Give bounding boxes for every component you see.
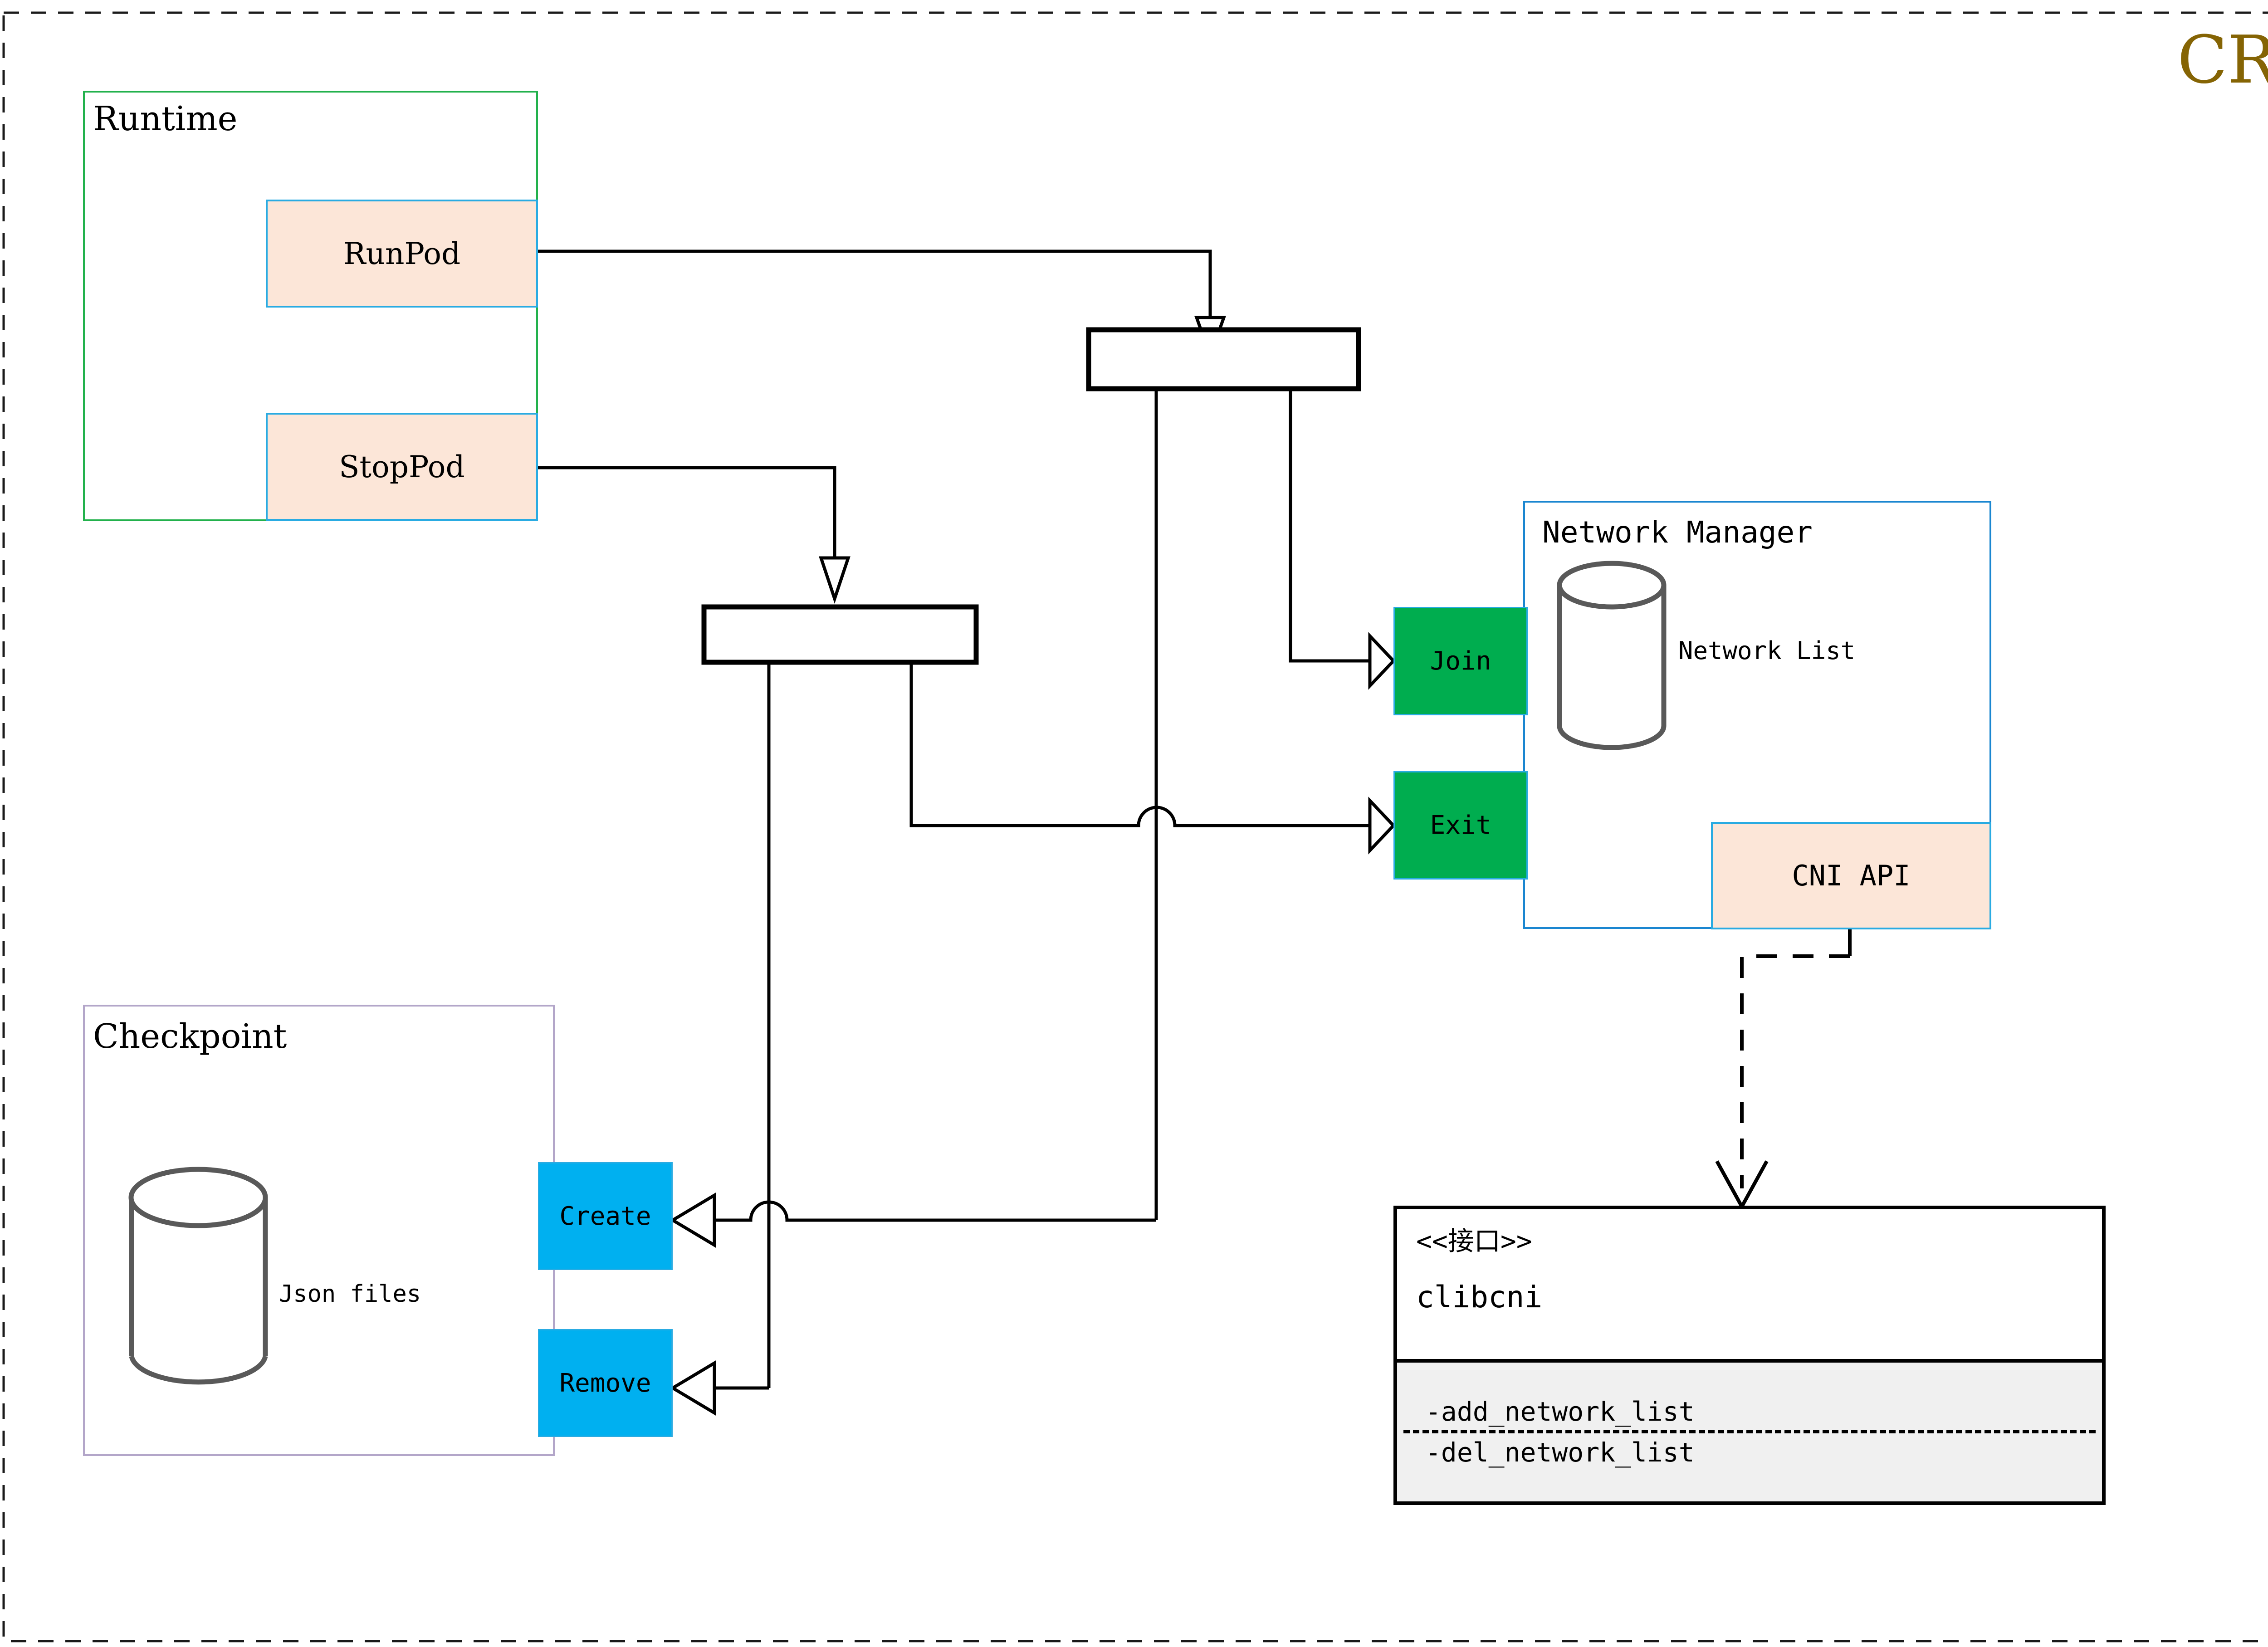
- network-list-label: Network List: [1678, 636, 1856, 665]
- interface-method-add: -add_network_list: [1425, 1396, 1695, 1427]
- node-remove[interactable]: Remove: [538, 1329, 673, 1437]
- node-cni-api-label: CNI API: [1792, 859, 1911, 892]
- node-exit-label: Exit: [1430, 811, 1491, 840]
- edge-cniapi-to-clibcni: [1715, 929, 1852, 1211]
- container-runtime-label: Runtime: [93, 99, 238, 138]
- container-checkpoint-label: Checkpoint: [93, 1017, 287, 1056]
- interface-stereotype: <<接口>>: [1416, 1226, 1532, 1256]
- interface-header: <<接口>> clibcni: [1397, 1209, 2102, 1359]
- interface-name: clibcni: [1416, 1279, 1543, 1315]
- fork-bar-runpod: [1086, 327, 1361, 391]
- node-join[interactable]: Join: [1393, 607, 1528, 715]
- edge-fork2-right-to-exit: [909, 662, 1396, 855]
- node-join-label: Join: [1430, 646, 1491, 676]
- container-checkpoint: [83, 1005, 555, 1456]
- container-network-manager-label: Network Manager: [1542, 515, 1813, 550]
- edge-stoppod-to-fork2: [538, 466, 850, 604]
- node-runpod-label: RunPod: [343, 236, 461, 271]
- network-list-cylinder: [1557, 561, 1667, 750]
- fork-bar-stoppod: [701, 604, 979, 665]
- edge-fork2-left: [670, 662, 771, 1416]
- node-cni-api[interactable]: CNI API: [1711, 822, 1991, 929]
- node-exit[interactable]: Exit: [1393, 771, 1528, 880]
- edge-fork1-right-to-join: [1289, 389, 1396, 690]
- outer-frame: [2, 11, 2268, 1642]
- node-remove-label: Remove: [559, 1368, 651, 1398]
- interface-clibcni[interactable]: <<接口>> clibcni -add_network_list -del_ne…: [1393, 1206, 2106, 1505]
- interface-methods: -add_network_list -del_network_list: [1397, 1359, 2102, 1501]
- edge-fork1-left-to-create: [670, 1192, 1156, 1248]
- node-stoppod[interactable]: StopPod: [266, 413, 538, 521]
- node-runpod[interactable]: RunPod: [266, 200, 538, 308]
- page-title: CRI: [2177, 22, 2268, 98]
- json-files-cylinder: [128, 1167, 268, 1385]
- node-stoppod-label: StopPod: [339, 449, 465, 484]
- node-create-label: Create: [559, 1201, 651, 1231]
- interface-method-divider: [1403, 1430, 2096, 1433]
- node-create[interactable]: Create: [538, 1162, 673, 1270]
- json-files-label: Json files: [279, 1280, 421, 1308]
- interface-method-del: -del_network_list: [1425, 1437, 1695, 1468]
